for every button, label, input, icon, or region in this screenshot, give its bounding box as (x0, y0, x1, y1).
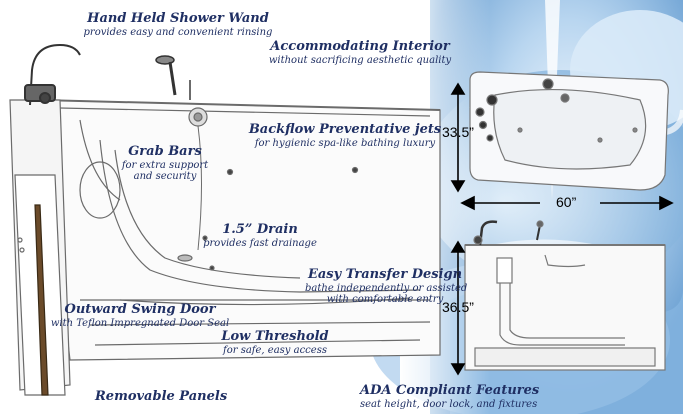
callout-title: Backflow Preventative jets (248, 122, 442, 137)
callout-title: ADA Compliant Features (360, 383, 540, 398)
callout-panels: Removable Panels (95, 389, 228, 405)
callout-title: Hand Held Shower Wand (87, 11, 269, 26)
callout-subtitle: for hygienic spa-like bathing luxury (254, 137, 436, 149)
callout-title: 1.5” Drain (222, 222, 298, 237)
top-view-tub (469, 71, 669, 191)
callout-door: Outward Swing Door with Teflon Impregnat… (40, 302, 240, 329)
callout-subtitle-line2: with comfortable entry (326, 294, 444, 306)
shower-wand-sketch (155, 55, 177, 96)
callout-title: Outward Swing Door (64, 302, 216, 317)
callout-subtitle: seat height, door lock, and fixtures (360, 398, 538, 410)
callout-drain: 1.5” Drain provides fast drainage (200, 222, 320, 249)
callout-title: Accommodating Interior (270, 39, 450, 54)
front-view-tub (464, 220, 666, 371)
callout-title: Grab Bars (128, 144, 202, 159)
callout-subtitle: provides easy and convenient rinsing (83, 26, 273, 38)
callout-title: Easy Transfer Design (307, 267, 463, 282)
callout-subtitle: for safe, easy access (223, 344, 327, 356)
callout-subtitle-line1: for extra support (121, 159, 209, 171)
callout-subtitle-line1: bathe independently or assisted (305, 282, 468, 294)
callout-subtitle: without sacrificing aesthetic quality (268, 54, 452, 66)
dimension-width-label: 60” (556, 194, 577, 210)
dimension-depth-label: 33.5” (442, 124, 474, 140)
dimension-arrows (450, 82, 674, 376)
callout-subtitle: with Teflon Impregnated Door Seal (50, 317, 230, 329)
callout-jets: Backflow Preventative jets for hygienic … (245, 122, 445, 149)
callout-transfer: Easy Transfer Design bathe independently… (305, 267, 468, 306)
callout-subtitle-line2: and security (133, 171, 197, 183)
callout-ada: ADA Compliant Features seat height, door… (360, 383, 540, 410)
callout-shower-wand: Hand Held Shower Wand provides easy and … (78, 11, 278, 38)
callout-grab-bars: Grab Bars for extra support and security (110, 144, 220, 183)
callout-title: Removable Panels (95, 389, 228, 404)
main-tub-sketch (9, 80, 441, 396)
faucet-sketch (24, 43, 81, 106)
callout-threshold: Low Threshold for safe, easy access (215, 329, 335, 356)
callout-subtitle: provides fast drainage (203, 237, 317, 249)
dimension-height-label: 36.5” (442, 299, 474, 315)
callout-title: Low Threshold (221, 329, 329, 344)
callout-interior: Accommodating Interior without sacrifici… (260, 39, 460, 66)
